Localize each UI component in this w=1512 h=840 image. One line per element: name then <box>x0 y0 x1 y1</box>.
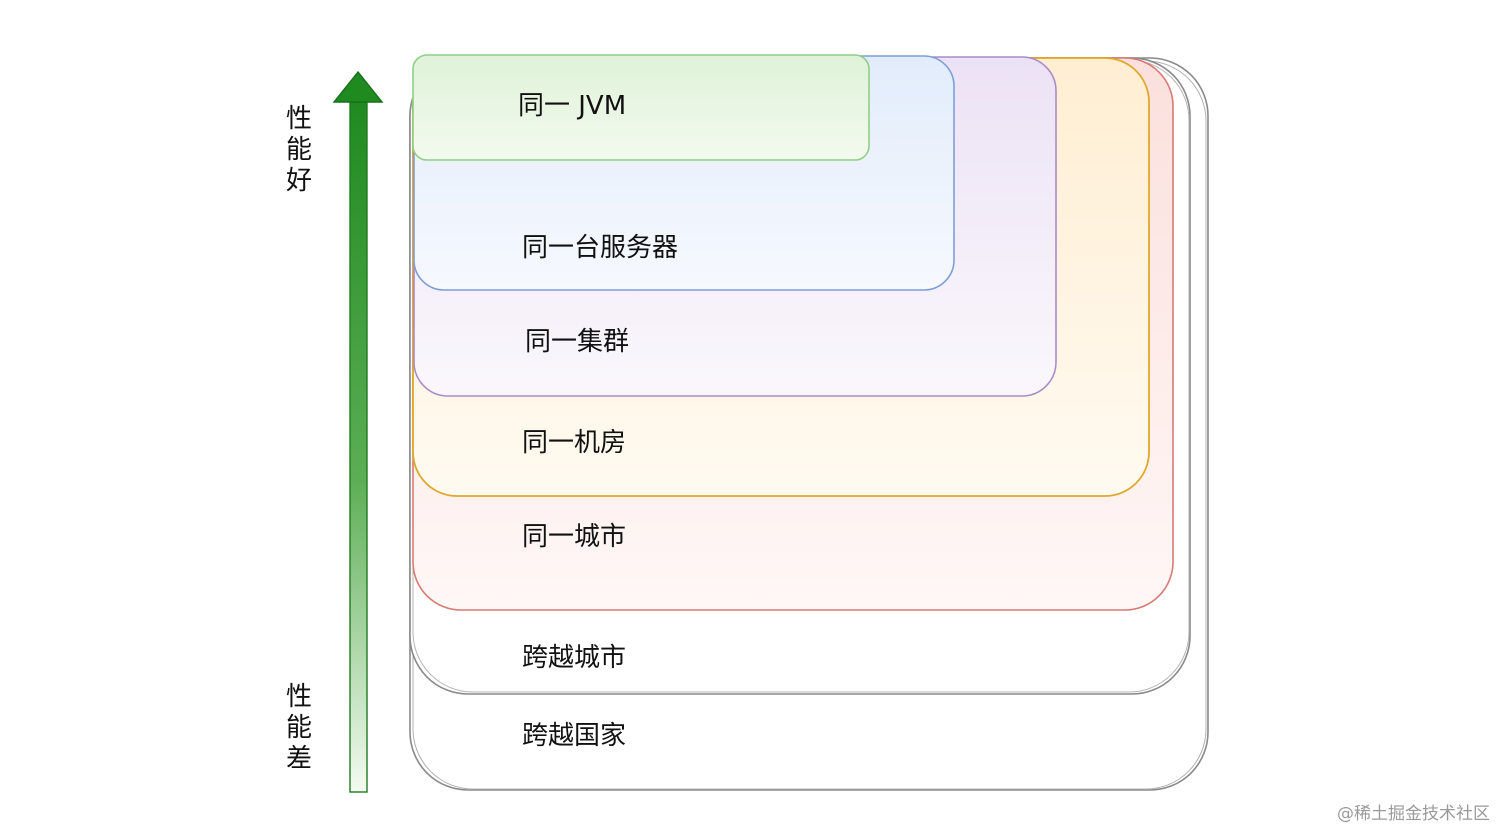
axis-label-poor-char-3: 差 <box>286 744 312 774</box>
arrow-up-icon <box>332 70 384 103</box>
axis-label-good-char-3: 好 <box>286 166 312 196</box>
tier-label-intercity: 跨越城市 <box>522 643 626 673</box>
tier-labels: 同一 JVM 同一台服务器 同一集群 同一机房 同一城市 跨越城市 跨越国家 <box>518 91 678 751</box>
axis-label-good-char-1: 性 <box>286 104 312 134</box>
watermark: @稀土掘金技术社区 <box>1337 804 1490 824</box>
tier-label-room: 同一机房 <box>522 428 626 458</box>
axis-label-poor-char-2: 能 <box>286 713 312 743</box>
tier-label-cluster: 同一集群 <box>525 327 629 357</box>
tier-label-city: 同一城市 <box>522 522 626 552</box>
performance-arrow <box>332 70 384 793</box>
tier-boxes <box>409 54 1209 791</box>
axis-label-poor: 性 能 差 <box>286 682 312 774</box>
axis-label-good-char-2: 能 <box>286 135 312 165</box>
tier-label-server: 同一台服务器 <box>522 233 678 263</box>
arrow-shaft <box>349 99 368 793</box>
tier-label-country: 跨越国家 <box>522 721 626 751</box>
tier-label-jvm: 同一 JVM <box>518 91 626 121</box>
axis-label-poor-char-1: 性 <box>286 682 312 712</box>
axis-label-good: 性 能 好 <box>286 104 312 196</box>
tier-box-jvm <box>412 54 870 161</box>
